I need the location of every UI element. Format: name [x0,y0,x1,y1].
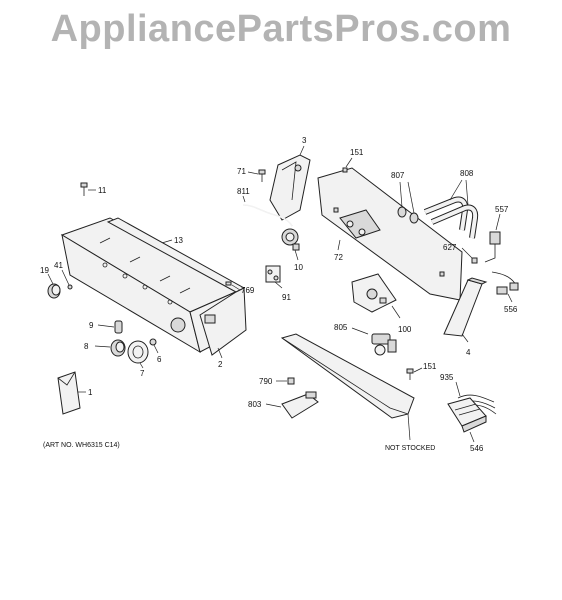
part-72-backsplash [317,167,463,301]
callout-151-top: 151 [350,148,364,157]
callout-41: 41 [54,261,63,270]
part-11-screw [80,182,96,196]
callout-790: 790 [259,377,273,386]
part-151-screw-lower [406,368,414,380]
callout-627: 627 [443,243,457,252]
callout-100: 100 [398,325,412,334]
callout-546: 546 [470,444,484,453]
part-91-bracket [265,265,281,283]
callout-556: 556 [504,305,518,314]
art-number: (ART NO. WH6315 C14) [43,442,120,449]
callout-9: 9 [89,321,94,330]
part-1-literature [57,371,81,415]
part-556-wire-harness [491,271,519,295]
callout-3: 3 [302,136,307,145]
callout-8: 8 [84,342,89,351]
callout-769: 769 [241,286,255,295]
callout-4: 4 [466,348,471,357]
part-rear-bracket-not-stocked [280,333,415,419]
part-790-clip [287,377,295,385]
part-41-clip [67,284,73,290]
part-2-back-plate [106,217,247,356]
part-100-timer [351,273,397,313]
part-808-hoses [423,196,479,239]
part-803-bracket [281,391,319,419]
callout-19: 19 [40,266,49,275]
part-151-screw-top [342,167,348,173]
part-3-bracket [269,154,311,221]
part-10-pressure-switch [281,228,300,251]
callout-13: 13 [174,236,183,245]
part-811-hose [242,204,293,227]
callout-7: 7 [140,369,145,378]
callout-71: 71 [237,167,246,176]
part-805-water-valve [371,333,397,356]
callout-91: 91 [282,293,291,302]
callout-803: 803 [248,400,262,409]
callout-1: 1 [88,388,93,397]
watermark-text: AppliancePartsPros.com [50,8,512,50]
part-4-end-cap [443,277,488,337]
callout-11: 11 [98,186,107,195]
not-stocked-label: NOT STOCKED [385,445,435,452]
part-627-clip [471,257,478,264]
part-9-indicator [114,320,123,334]
part-7-dial [127,340,149,364]
callout-805: 805 [334,323,348,332]
callout-557: 557 [495,205,509,214]
callout-72: 72 [334,253,343,262]
part-769-clip [225,281,241,291]
callout-808: 808 [460,169,474,178]
part-546-terminal-block [447,397,487,433]
callout-2: 2 [218,360,223,369]
callout-6: 6 [157,355,162,364]
part-71-screw [258,169,266,182]
callout-10: 10 [294,263,303,272]
callout-935: 935 [440,373,454,382]
callout-811: 811 [237,187,250,196]
part-8-knob [110,339,126,357]
part-557-connector [484,231,501,263]
part-6-clip [149,338,157,346]
callout-151-lower: 151 [423,362,437,371]
callout-807: 807 [391,171,405,180]
part-19-knob [47,283,61,299]
